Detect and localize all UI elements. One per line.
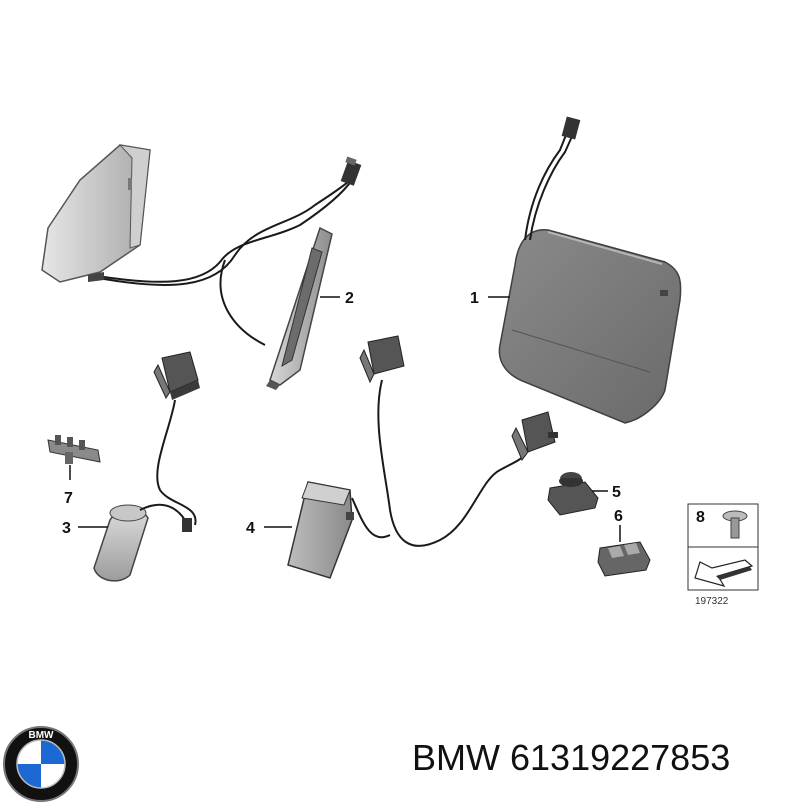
bmw-logo-icon: BMW <box>3 726 79 802</box>
part-8-legend-box: 8 <box>687 503 759 591</box>
callout-3: 3 <box>62 520 71 537</box>
connector-block-right <box>511 411 558 461</box>
callout-5: 5 <box>612 484 621 501</box>
callout-6: 6 <box>614 508 623 525</box>
callout-8: 8 <box>696 509 705 526</box>
cable-harness-middle <box>351 379 526 547</box>
callout-7: 7 <box>64 490 73 507</box>
connector-block-middle <box>359 335 405 384</box>
callout-1: 1 <box>470 290 479 307</box>
logo-letters: BMW <box>29 730 55 741</box>
brand-name: BMW <box>412 737 500 778</box>
part-7-clip <box>47 435 101 464</box>
arrow-icon <box>694 559 754 587</box>
part-3-pressure-sensor <box>93 503 192 582</box>
part-number: 61319227853 <box>510 737 731 778</box>
rivet-icon <box>722 510 748 539</box>
callout-2: 2 <box>345 290 354 307</box>
part-1-occupancy-mat <box>498 116 682 424</box>
side-sensor-shell <box>41 144 151 283</box>
part-6-button-switch <box>597 541 651 577</box>
cable-left-down <box>156 399 197 526</box>
reference-number: 197322 <box>695 596 729 607</box>
brand-part-number: BMW 61319227853 <box>412 737 730 779</box>
part-5-switch <box>547 472 599 516</box>
cable-harness-left <box>103 175 356 346</box>
callout-4: 4 <box>246 520 255 537</box>
connector-block-left <box>153 351 200 400</box>
part-2-rail <box>266 226 333 390</box>
connector-top-left <box>340 156 362 186</box>
part-4-control-module <box>287 481 354 579</box>
